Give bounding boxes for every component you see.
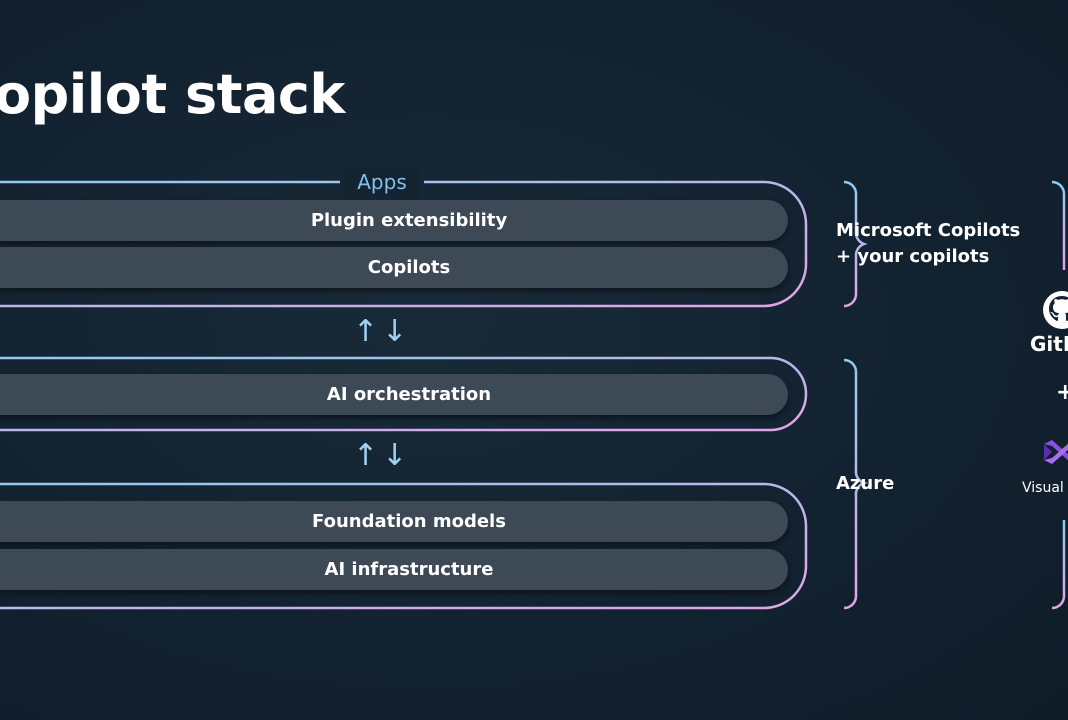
right-edge-bracket-lower	[1051, 520, 1066, 610]
apps-group-outline	[0, 180, 808, 308]
copilots-bracket	[843, 180, 868, 308]
microsoft-copilots-label: Microsoft Copilots + your copilots	[836, 218, 1020, 270]
right-edge-bracket	[1051, 180, 1066, 270]
models-group-outline	[0, 482, 808, 610]
github-icon	[1043, 291, 1068, 329]
visual-studio-text: Visual	[1022, 480, 1064, 496]
visual-studio-icon	[1044, 440, 1068, 464]
microsoft-copilots-line1: Microsoft Copilots	[836, 220, 1021, 241]
right-panel: GitH + Visual	[1020, 280, 1068, 520]
github-text: GitH	[1030, 332, 1068, 356]
slide-title: opilot stack	[0, 63, 345, 126]
up-down-arrows-lower: ↑↓	[352, 438, 412, 473]
up-down-arrows-upper: ↑↓	[352, 314, 412, 349]
microsoft-copilots-line2: + your copilots	[836, 246, 990, 267]
orchestration-group-outline	[0, 356, 808, 432]
foundation-models-bar: Foundation models	[0, 501, 788, 542]
ai-orchestration-bar: AI orchestration	[0, 374, 788, 415]
azure-bracket	[843, 358, 868, 610]
plus-sign: +	[1056, 380, 1068, 405]
apps-label: Apps	[344, 168, 420, 196]
ai-infrastructure-bar: AI infrastructure	[0, 549, 788, 590]
copilots-bar: Copilots	[0, 247, 788, 288]
plugin-extensibility-bar: Plugin extensibility	[0, 200, 788, 241]
azure-label: Azure	[836, 473, 895, 494]
